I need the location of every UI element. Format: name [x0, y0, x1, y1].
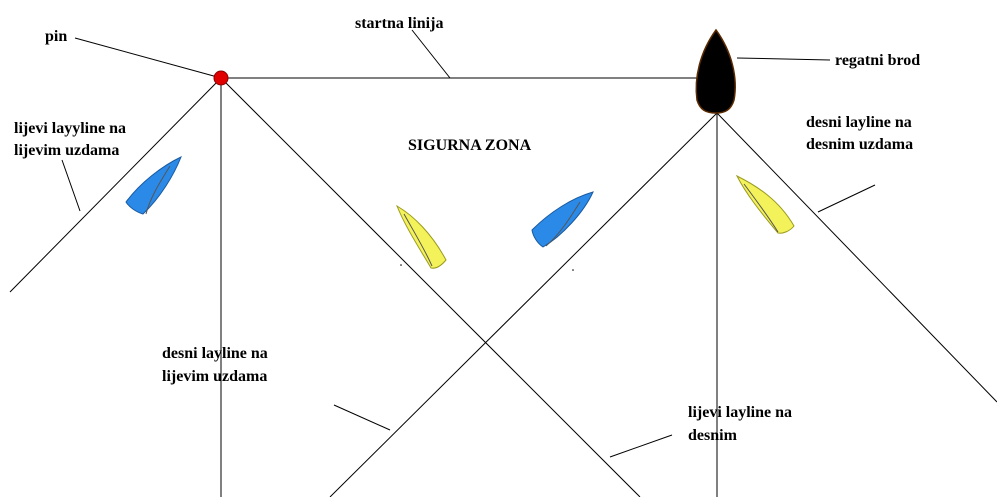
blue-boat-center-right [531, 191, 594, 248]
boat-left-layline [329, 112, 718, 497]
stray-dot [400, 264, 402, 266]
regatni-brod-leader [736, 57, 831, 61]
port-layline-starboard-tack-leader [609, 434, 673, 458]
starboard-layline-port-tack-label-1: desni layline na [162, 345, 268, 362]
port-layline-starboard-tack-label-2: desnim [688, 427, 738, 444]
starboard-layline-port-tack-leader [333, 404, 391, 431]
committee-boat-label: regatni brod [835, 52, 920, 69]
pin-label: pin [45, 28, 67, 45]
boat-right-layline [716, 112, 997, 403]
yellow-boat-center-left [395, 204, 447, 269]
start-line-label: startna linija [355, 15, 443, 32]
start-line-leader [411, 29, 451, 79]
blue-boat-left [125, 156, 182, 215]
pin-left-layline [9, 77, 222, 293]
starboard-layline-starboard-tack-label-1: desni layline na [806, 114, 912, 131]
port-layline-port-tack-label-2: lijevim uzdama [14, 142, 119, 159]
starboard-layline-starboard-tack-label-2: desnim uzdama [806, 136, 913, 153]
starboard-layline-port-tack-label-2: lijevim uzdama [162, 368, 267, 385]
committee-boat [695, 28, 736, 114]
safe-zone-label: SIGURNA ZONA [408, 137, 532, 154]
port-layline-port-tack-label-1: lijevi layyline na [14, 120, 126, 137]
starboard-layline-starboard-tack-leader [817, 184, 876, 213]
pin-right-layline [220, 77, 641, 497]
port-layline-port-tack-leader [61, 159, 81, 212]
port-layline-starboard-tack-label-1: lijevi layline na [688, 404, 792, 421]
stray-dot [572, 269, 574, 271]
pin-leader-line [74, 37, 222, 79]
pin-mark [213, 70, 229, 86]
yellow-boat-right [735, 174, 795, 234]
